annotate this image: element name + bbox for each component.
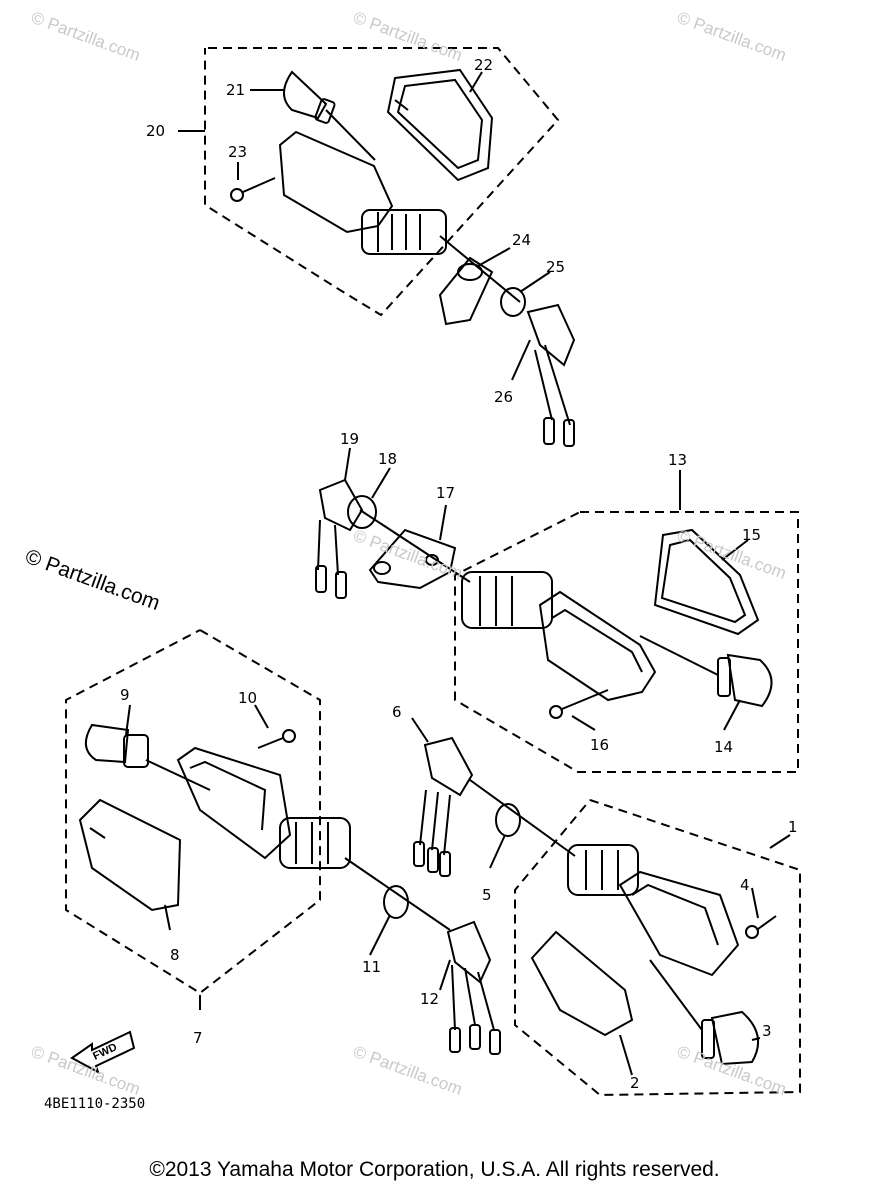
watermark-layer: © Partzilla.com © Partzilla.com © Partzi… (29, 8, 789, 1099)
grommet-12 (446, 920, 501, 1055)
nut-18 (347, 495, 377, 529)
lens-2 (530, 930, 634, 1037)
callout-26: 26 (494, 388, 513, 406)
grommet-19 (315, 478, 364, 599)
bulb-14 (639, 635, 773, 708)
callout-5: 5 (482, 886, 492, 904)
callout-20: 20 (146, 122, 165, 140)
assembly-13-boundary (454, 511, 799, 773)
callout-2: 2 (630, 1074, 640, 1092)
screw-23 (230, 177, 276, 202)
assembly-1-group (411, 717, 801, 1097)
housing-1 (567, 844, 740, 977)
callout-8: 8 (170, 946, 180, 964)
callout-24: 24 (512, 231, 531, 249)
housing-20 (278, 130, 521, 303)
fwd-label: FWD (91, 1041, 119, 1062)
callout-18: 18 (378, 450, 397, 468)
bulb-9 (85, 723, 211, 791)
fwd-arrow (70, 1030, 136, 1075)
callout-layer: 1 2 3 4 5 6 7 8 9 10 11 12 13 14 15 16 1… (120, 56, 798, 1092)
lens-8 (78, 798, 182, 912)
watermark: © Partzilla.com (29, 1042, 143, 1099)
callout-22: 22 (474, 56, 493, 74)
callout-6: 6 (392, 703, 402, 721)
assembly-20-boundary (204, 47, 560, 317)
callout-9: 9 (120, 686, 130, 704)
callout-10: 10 (238, 689, 257, 707)
grommet-6 (413, 736, 576, 877)
nut-25 (500, 287, 526, 317)
callout-25: 25 (546, 258, 565, 276)
bulb-3 (649, 959, 760, 1066)
bracket-17 (359, 509, 471, 590)
assembly-1-boundary (514, 799, 801, 1097)
nut-11 (383, 885, 409, 919)
callout-4: 4 (740, 876, 750, 894)
watermark: © Partzilla.com (675, 1042, 789, 1099)
callout-21: 21 (226, 81, 245, 99)
lens-22 (386, 68, 494, 182)
watermark: © Partzilla.com (675, 526, 789, 583)
assembly-7-boundary (65, 629, 321, 995)
watermark: © Partzilla.com (351, 1042, 465, 1099)
callout-23: 23 (228, 143, 247, 161)
copyright-notice: ©2013 Yamaha Motor Corporation, U.S.A. A… (149, 1158, 720, 1181)
assembly-20-group (178, 47, 576, 447)
callout-15: 15 (742, 526, 761, 544)
screw-10 (257, 729, 296, 749)
callout-19: 19 (340, 430, 359, 448)
bulb-21 (283, 70, 376, 161)
watermark: © Partzilla.com (351, 8, 465, 65)
grommet-26 (526, 303, 576, 447)
housing-7 (176, 746, 451, 931)
nut-5 (495, 803, 521, 837)
diagram-code: 4BE1110-2350 (44, 1096, 145, 1112)
callout-16: 16 (590, 736, 609, 754)
screw-4 (745, 915, 777, 939)
watermark: © Partzilla.com (675, 8, 789, 65)
housing-13 (461, 571, 657, 702)
callout-14: 14 (714, 738, 733, 756)
callout-7: 7 (193, 1029, 203, 1047)
watermark: © Partzilla.com (351, 526, 465, 583)
callout-3: 3 (762, 1022, 772, 1040)
callout-11: 11 (362, 958, 381, 976)
assembly-13-group (315, 447, 799, 773)
callout-12: 12 (420, 990, 439, 1008)
callout-13: 13 (668, 451, 687, 469)
callout-1: 1 (788, 818, 798, 836)
bracket-24 (438, 256, 494, 326)
callout-17: 17 (436, 484, 455, 502)
watermark: © Partzilla.com (29, 8, 143, 65)
lens-15 (653, 528, 760, 636)
screw-16 (549, 689, 609, 719)
assembly-7-group (65, 629, 501, 1055)
